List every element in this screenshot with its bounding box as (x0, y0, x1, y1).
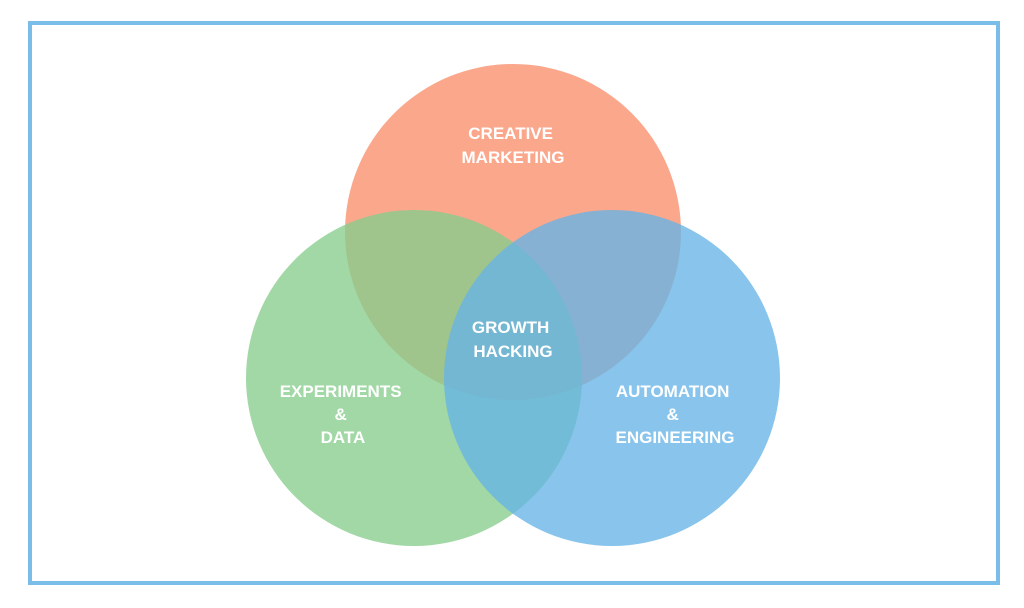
label-experiments-data: EXPERIMENTS & DATA (280, 382, 407, 447)
label-creative-marketing: CREATIVE MARKETING (462, 124, 565, 167)
circle-automation-engineering (444, 210, 780, 546)
label-growth-hacking: GROWTH HACKING (472, 318, 554, 361)
label-automation-engineering: AUTOMATION & ENGINEERING (615, 382, 734, 447)
